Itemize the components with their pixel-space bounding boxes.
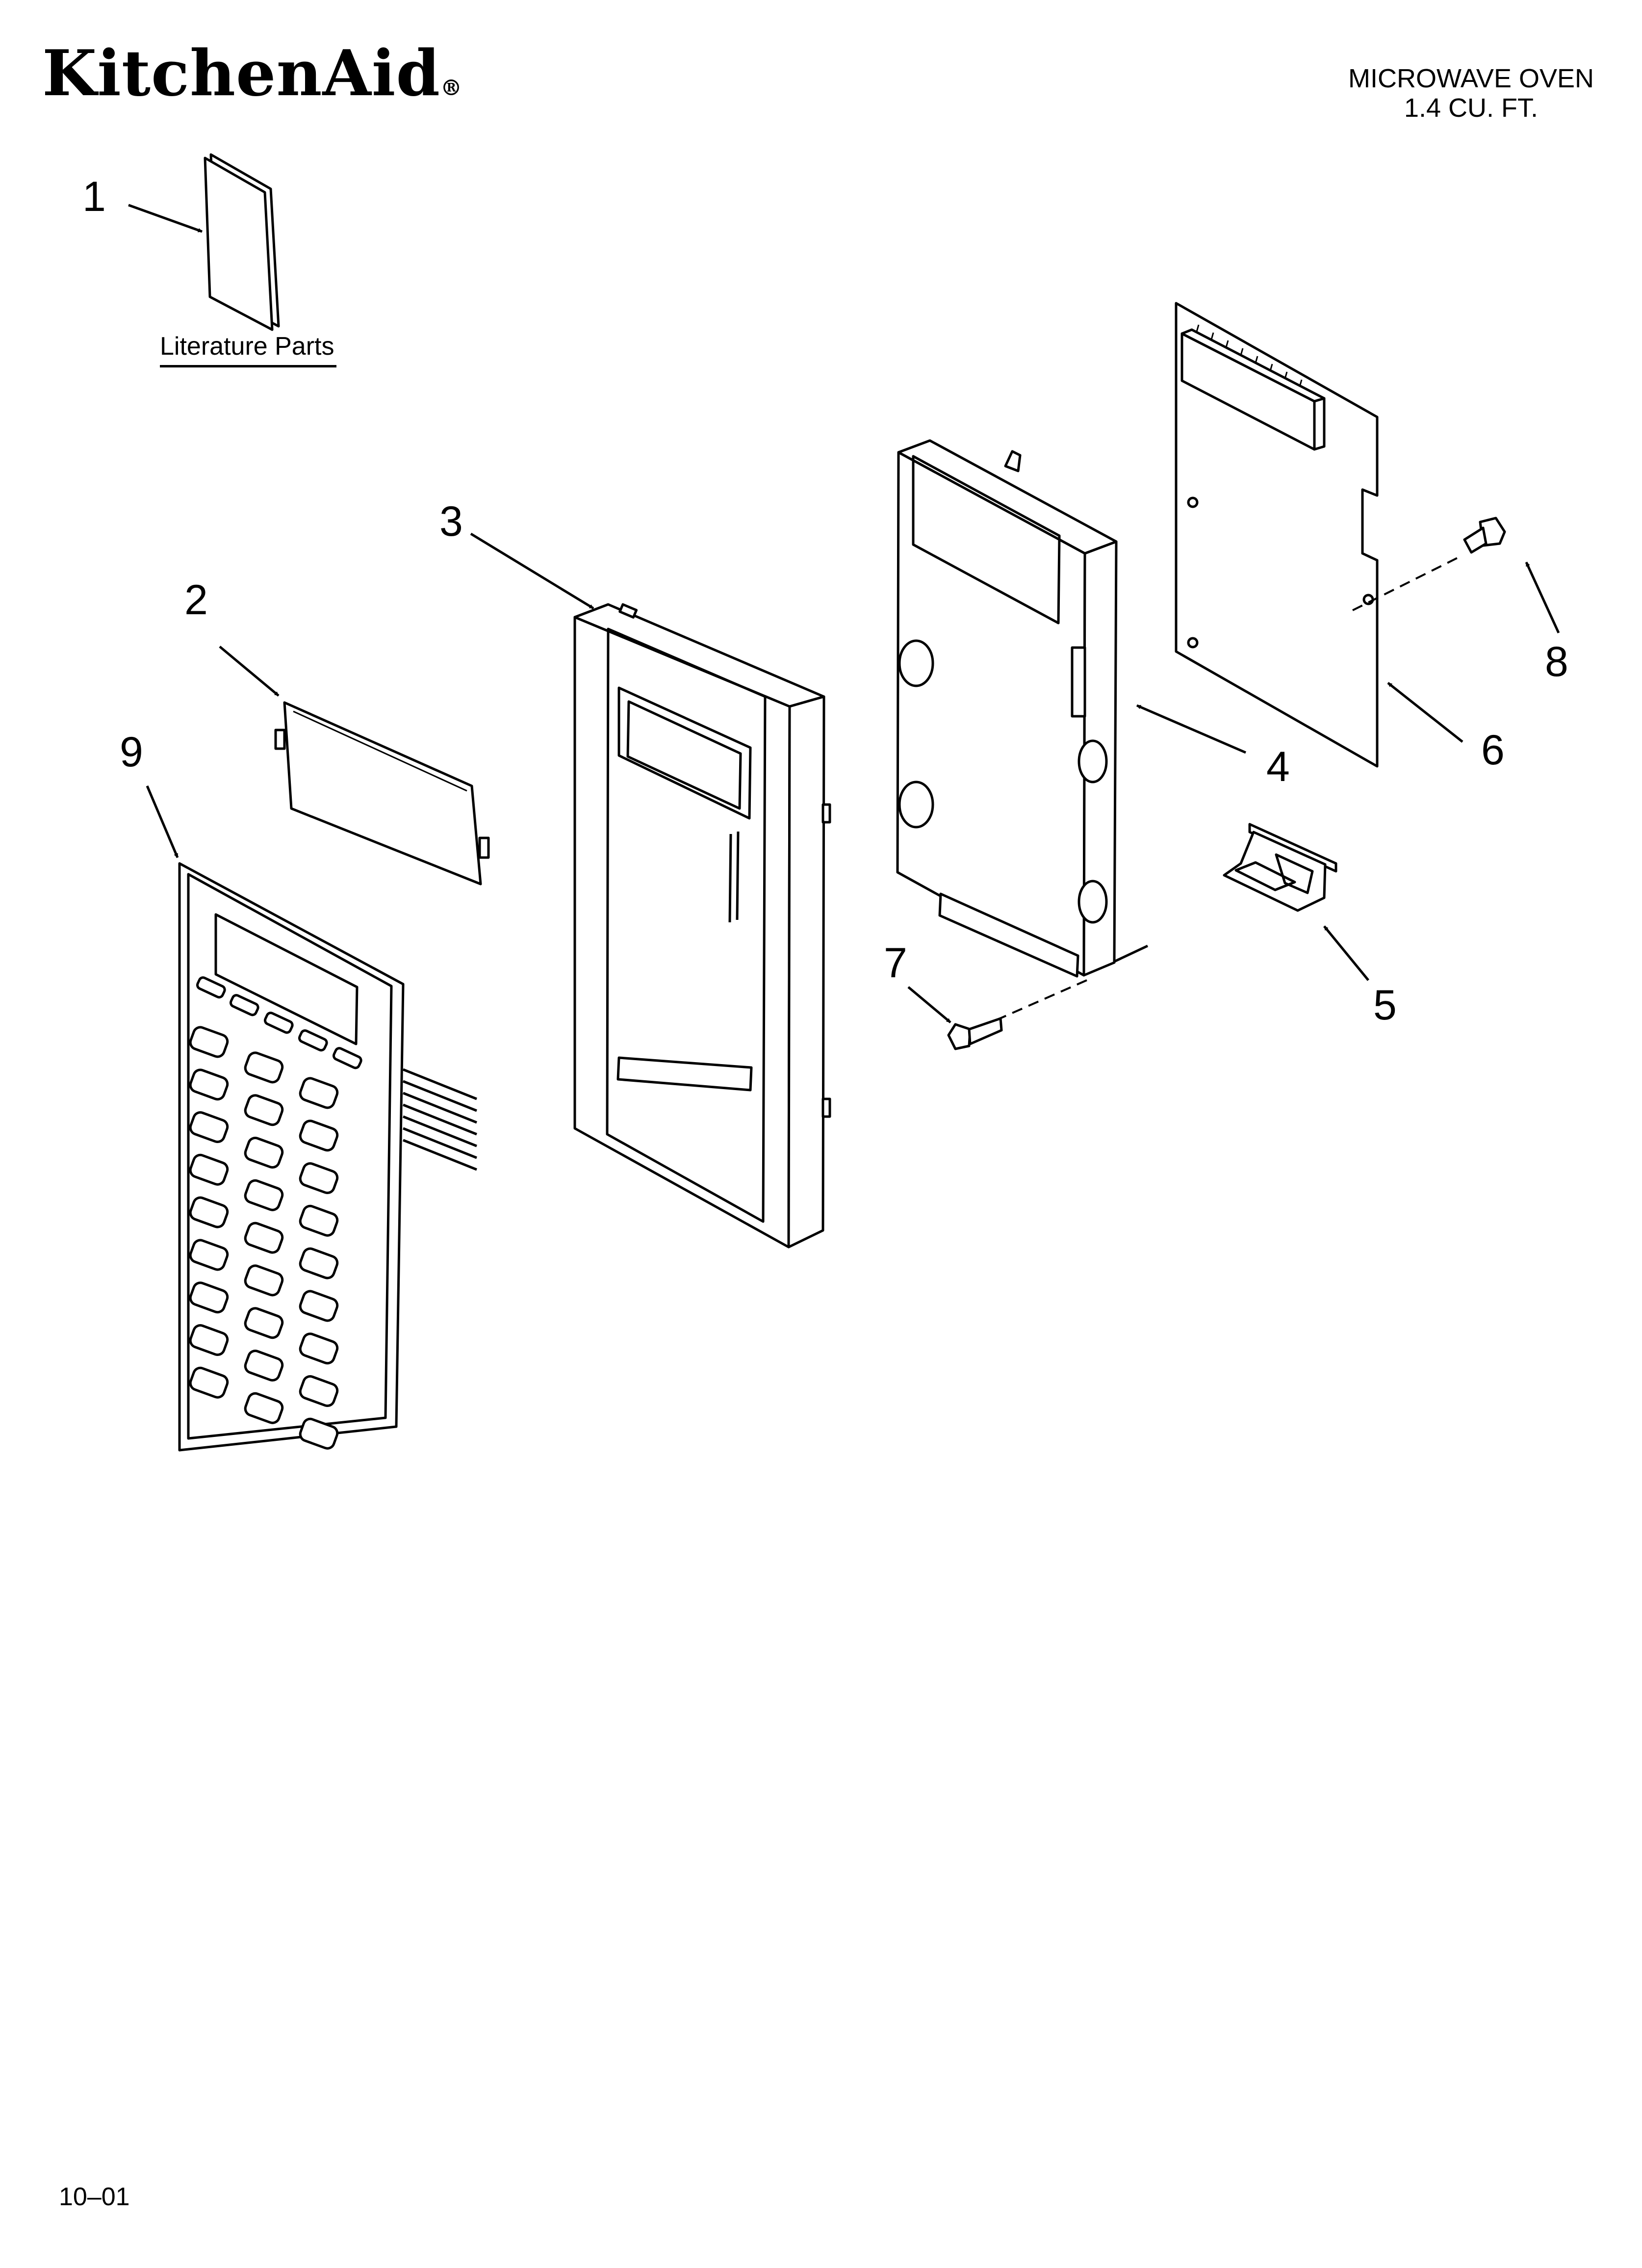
keypad-key-small bbox=[332, 1047, 362, 1069]
keypad-key bbox=[189, 1196, 229, 1228]
model-type: MICROWAVE OVEN bbox=[1348, 64, 1594, 93]
arrow-to-part-2 bbox=[219, 646, 280, 697]
keypad-key bbox=[189, 1069, 229, 1101]
arrow-to-part-7 bbox=[907, 986, 951, 1023]
ribbon-conductor bbox=[403, 1092, 477, 1124]
part-8-screw bbox=[1352, 517, 1560, 634]
keypad-key bbox=[189, 1153, 229, 1186]
ribbon-conductor bbox=[403, 1127, 477, 1159]
keypad-key bbox=[244, 1307, 284, 1339]
arrow-to-part-9 bbox=[146, 785, 179, 858]
model-title: MICROWAVE OVEN 1.4 CU. FT. bbox=[1348, 64, 1594, 123]
part-1-literature-booklet bbox=[128, 153, 280, 331]
keypad-key-small bbox=[263, 1012, 294, 1034]
revision-code: 10–01 bbox=[59, 2183, 130, 2211]
callout-2: 2 bbox=[184, 576, 208, 624]
keypad-key bbox=[244, 1392, 284, 1424]
arrow-to-part-8 bbox=[1525, 561, 1560, 634]
arrow-to-part-6 bbox=[1387, 682, 1463, 743]
callout-1: 1 bbox=[82, 173, 106, 220]
ribbon-conductor bbox=[403, 1115, 477, 1147]
keypad-key bbox=[244, 1350, 284, 1382]
part-9-keypad-membrane bbox=[146, 785, 477, 1452]
keypad-key bbox=[189, 1281, 229, 1314]
arrow-to-part-5 bbox=[1323, 925, 1369, 981]
keypad-key bbox=[299, 1077, 339, 1109]
kitchenaid-logo: KitchenAid® bbox=[42, 42, 462, 105]
callout-3: 3 bbox=[439, 498, 463, 545]
ribbon-conductor bbox=[403, 1103, 477, 1136]
callout-4: 4 bbox=[1266, 743, 1290, 790]
keypad-key bbox=[189, 1366, 229, 1399]
keypad-key bbox=[299, 1290, 339, 1322]
keypad-key bbox=[299, 1375, 339, 1408]
keypad-key bbox=[244, 1051, 284, 1084]
part-7-screw bbox=[907, 979, 1087, 1050]
keypad-key bbox=[244, 1179, 284, 1211]
keypad-buttons bbox=[189, 976, 362, 1450]
callout-7: 7 bbox=[884, 939, 907, 987]
callout-5: 5 bbox=[1373, 982, 1397, 1029]
model-capacity: 1.4 CU. FT. bbox=[1404, 93, 1539, 123]
keypad-key bbox=[189, 1026, 229, 1058]
keypad-key bbox=[299, 1162, 339, 1195]
keypad-key bbox=[244, 1264, 284, 1297]
ribbon-conductor bbox=[403, 1068, 477, 1100]
keypad-key bbox=[244, 1222, 284, 1254]
keypad-key bbox=[244, 1137, 284, 1169]
part-5-latch-clip bbox=[1223, 823, 1369, 981]
callout-6: 6 bbox=[1481, 727, 1505, 774]
keypad-ribbon-tail bbox=[403, 1068, 477, 1171]
ribbon-conductor bbox=[403, 1139, 477, 1171]
callout-8: 8 bbox=[1545, 638, 1568, 685]
literature-parts-label: Literature Parts bbox=[160, 334, 336, 367]
keypad-key bbox=[299, 1417, 339, 1450]
keypad-key-small bbox=[196, 976, 226, 999]
keypad-key bbox=[189, 1239, 229, 1271]
part-3-control-panel bbox=[470, 532, 831, 1249]
registered-mark: ® bbox=[440, 76, 462, 101]
callout-9: 9 bbox=[120, 729, 143, 776]
arrow-to-part-1 bbox=[128, 204, 203, 233]
keypad-key-small bbox=[229, 994, 259, 1017]
keypad-key bbox=[244, 1094, 284, 1126]
keypad-key bbox=[299, 1120, 339, 1152]
part-2-display-window bbox=[219, 646, 490, 886]
ribbon-conductor bbox=[403, 1080, 477, 1112]
arrow-to-part-3 bbox=[470, 532, 594, 610]
keypad-key-small bbox=[298, 1029, 328, 1052]
part-4-control-bracket bbox=[896, 439, 1246, 978]
keypad-key bbox=[299, 1332, 339, 1365]
brand-wordmark: KitchenAid bbox=[42, 37, 440, 110]
keypad-key bbox=[299, 1247, 339, 1279]
keypad-key bbox=[189, 1324, 229, 1356]
keypad-key bbox=[299, 1204, 339, 1237]
part-6-circuit-board bbox=[1175, 302, 1463, 768]
keypad-key bbox=[189, 1111, 229, 1144]
arrow-to-part-4 bbox=[1136, 704, 1246, 754]
